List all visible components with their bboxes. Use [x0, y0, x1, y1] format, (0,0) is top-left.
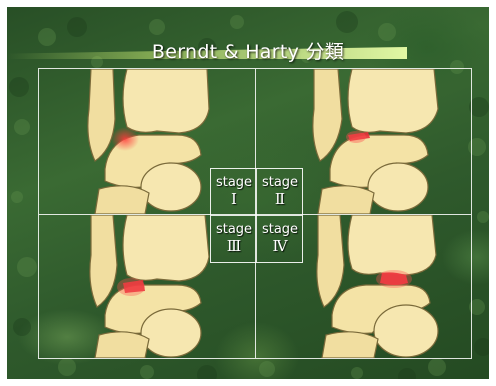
- tibia-bone: [123, 69, 209, 133]
- slide-title: Berndt & Harty 分類: [7, 37, 489, 64]
- navicular-bone: [368, 163, 428, 211]
- navicular-bone: [141, 163, 201, 211]
- stage-label-1: stage Ⅰ: [211, 169, 257, 216]
- stage-word: stage: [211, 174, 257, 191]
- stage-numeral: Ⅰ: [211, 191, 257, 208]
- lesion-glow: [376, 270, 412, 288]
- tibia-bone: [123, 215, 209, 281]
- calcaneus-bone: [318, 186, 374, 214]
- tibia-bone: [348, 215, 436, 275]
- stage-word: stage: [257, 174, 303, 191]
- navicular-bone: [374, 305, 438, 357]
- navicular-bone: [141, 309, 201, 357]
- calcaneus-bone: [95, 332, 149, 358]
- slide: Berndt & Harty 分類: [7, 7, 489, 379]
- stage-label-2: stage Ⅱ: [257, 169, 303, 216]
- stage-word: stage: [211, 221, 257, 238]
- stage-label-3: stage Ⅲ: [211, 216, 257, 263]
- lesion-glow: [346, 131, 366, 143]
- stage-numeral: Ⅲ: [211, 238, 257, 255]
- stage-label-4: stage Ⅳ: [257, 216, 303, 263]
- stage-word: stage: [257, 221, 303, 238]
- calcaneus-bone: [322, 332, 378, 358]
- stage-numeral: Ⅱ: [257, 191, 303, 208]
- stage-label-grid: stage Ⅰ stage Ⅱ stage Ⅲ stage Ⅳ: [210, 168, 303, 263]
- lesion-marker: [111, 127, 139, 151]
- lesion-glow: [117, 278, 145, 296]
- calcaneus-bone: [95, 186, 149, 214]
- fibula-bone: [88, 69, 115, 161]
- stage-numeral: Ⅳ: [257, 238, 303, 255]
- fibula-bone: [90, 215, 117, 307]
- tibia-bone: [348, 69, 438, 133]
- fibula-bone: [317, 215, 344, 307]
- fibula-bone: [313, 69, 342, 161]
